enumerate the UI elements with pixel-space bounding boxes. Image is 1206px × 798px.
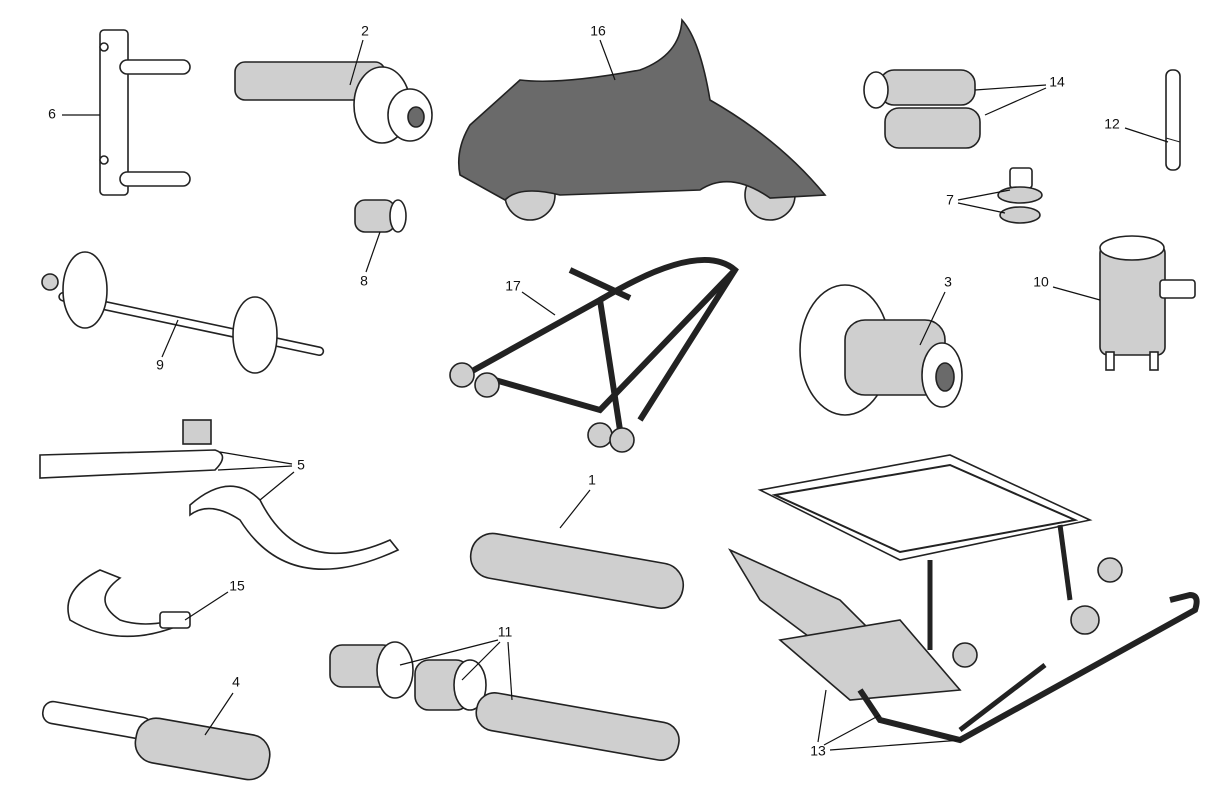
label-14: 14	[1049, 74, 1065, 90]
label-6: 6	[48, 106, 56, 122]
tool-17-wheels	[449, 362, 635, 453]
label-5: 5	[297, 457, 305, 473]
tool-1-tube	[469, 532, 685, 609]
label-8: 8	[360, 273, 368, 289]
tool-6-bracket	[99, 29, 191, 196]
label-13: 13	[810, 743, 826, 759]
label-11: 11	[498, 624, 513, 640]
label-12: 12	[1104, 116, 1120, 132]
label-2: 2	[361, 23, 369, 39]
tool-2-sleeve	[234, 61, 433, 144]
label-10: 10	[1033, 274, 1049, 290]
leader-lines	[62, 39, 1169, 751]
label-4: 4	[232, 674, 240, 690]
tool-17-stand	[463, 257, 739, 431]
tool-13-lift	[727, 454, 1200, 744]
part-labels: 6 2 16 14 12 7 8 17 3 10 9 5 1 15 11 4 1…	[48, 23, 1120, 759]
label-3: 3	[944, 274, 952, 290]
label-16: 16	[590, 23, 606, 39]
tool-16-bike-cover	[457, 18, 827, 221]
label-15: 15	[229, 578, 245, 594]
tool-8-collar	[354, 199, 407, 233]
label-7: 7	[946, 192, 954, 208]
tool-7-fitting	[997, 167, 1043, 224]
tool-4-shaft	[41, 700, 271, 781]
tool-15-ring-spanner	[67, 569, 191, 638]
tool-3-bushing	[799, 284, 963, 416]
tool-11-drift-set	[329, 641, 680, 761]
label-9: 9	[156, 357, 164, 373]
tool-12-pin	[1165, 69, 1181, 171]
tool-5-wrench	[39, 419, 400, 570]
label-17: 17	[505, 278, 521, 294]
tool-9-puller	[41, 251, 325, 374]
tool-10-cylinder	[1099, 235, 1196, 371]
tool-14-bushing	[863, 69, 981, 149]
label-1: 1	[588, 472, 596, 488]
